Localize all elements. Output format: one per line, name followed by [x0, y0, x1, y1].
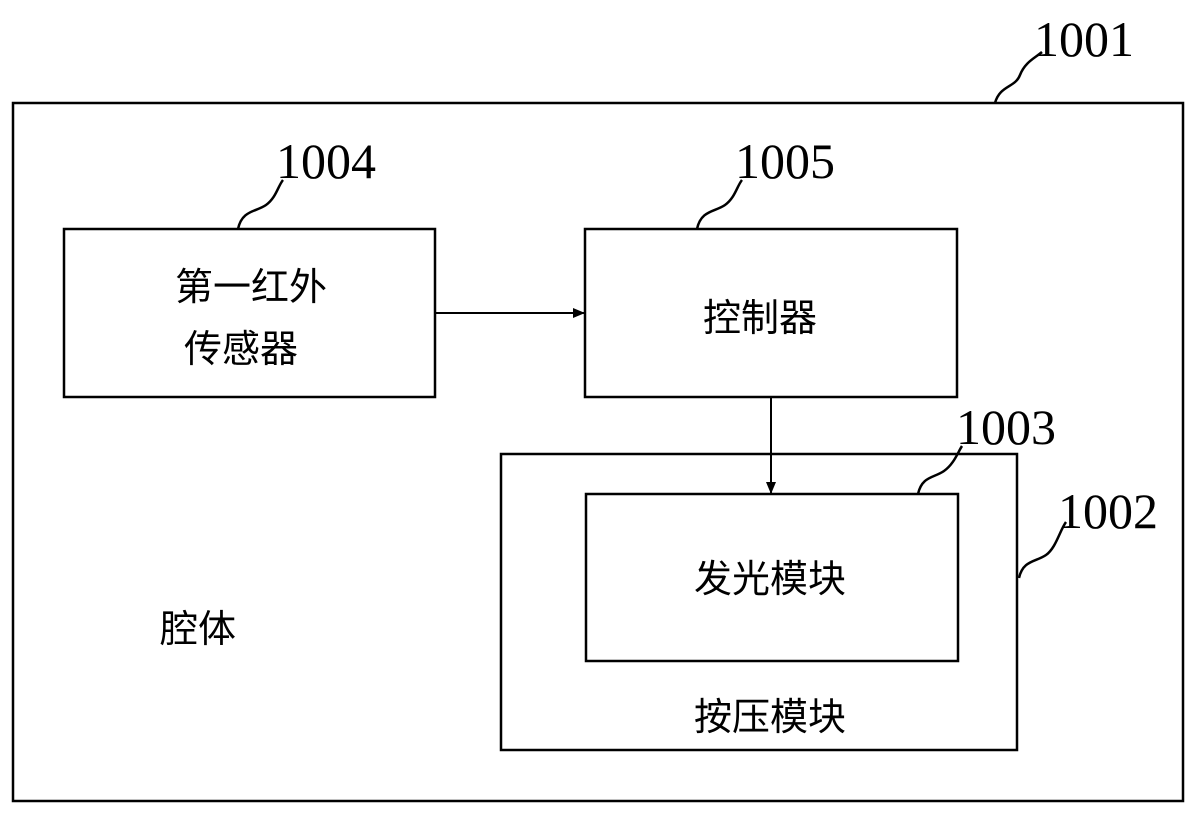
press-module-box — [499, 452, 1019, 752]
housing-box — [11, 101, 1185, 803]
ir-sensor-ref-number: 1004 — [276, 133, 376, 189]
controller-ref-number: 1005 — [735, 133, 835, 189]
light-module-ref-number: 1003 — [956, 399, 1056, 455]
press-module-label: 按压模块 — [694, 695, 846, 739]
ir-sensor-leader-line — [236, 179, 285, 230]
light-module-box — [584, 492, 960, 663]
press-module-ref-number: 1002 — [1058, 483, 1158, 539]
housing-leader-line — [993, 51, 1043, 104]
press-module-leader-line — [1017, 521, 1068, 579]
controller-leader-line — [695, 179, 744, 230]
housing-label: 腔体 — [160, 607, 236, 651]
light-module-leader-line — [916, 445, 964, 495]
ir-sensor-label-line2: 传感器 — [184, 327, 298, 371]
light-module-label: 发光模块 — [694, 557, 846, 601]
housing-ref-number: 1001 — [1034, 11, 1134, 67]
ir-sensor-box — [62, 227, 437, 399]
controller-label: 控制器 — [703, 296, 817, 340]
ir-sensor-label-line1: 第一红外 — [175, 265, 327, 309]
